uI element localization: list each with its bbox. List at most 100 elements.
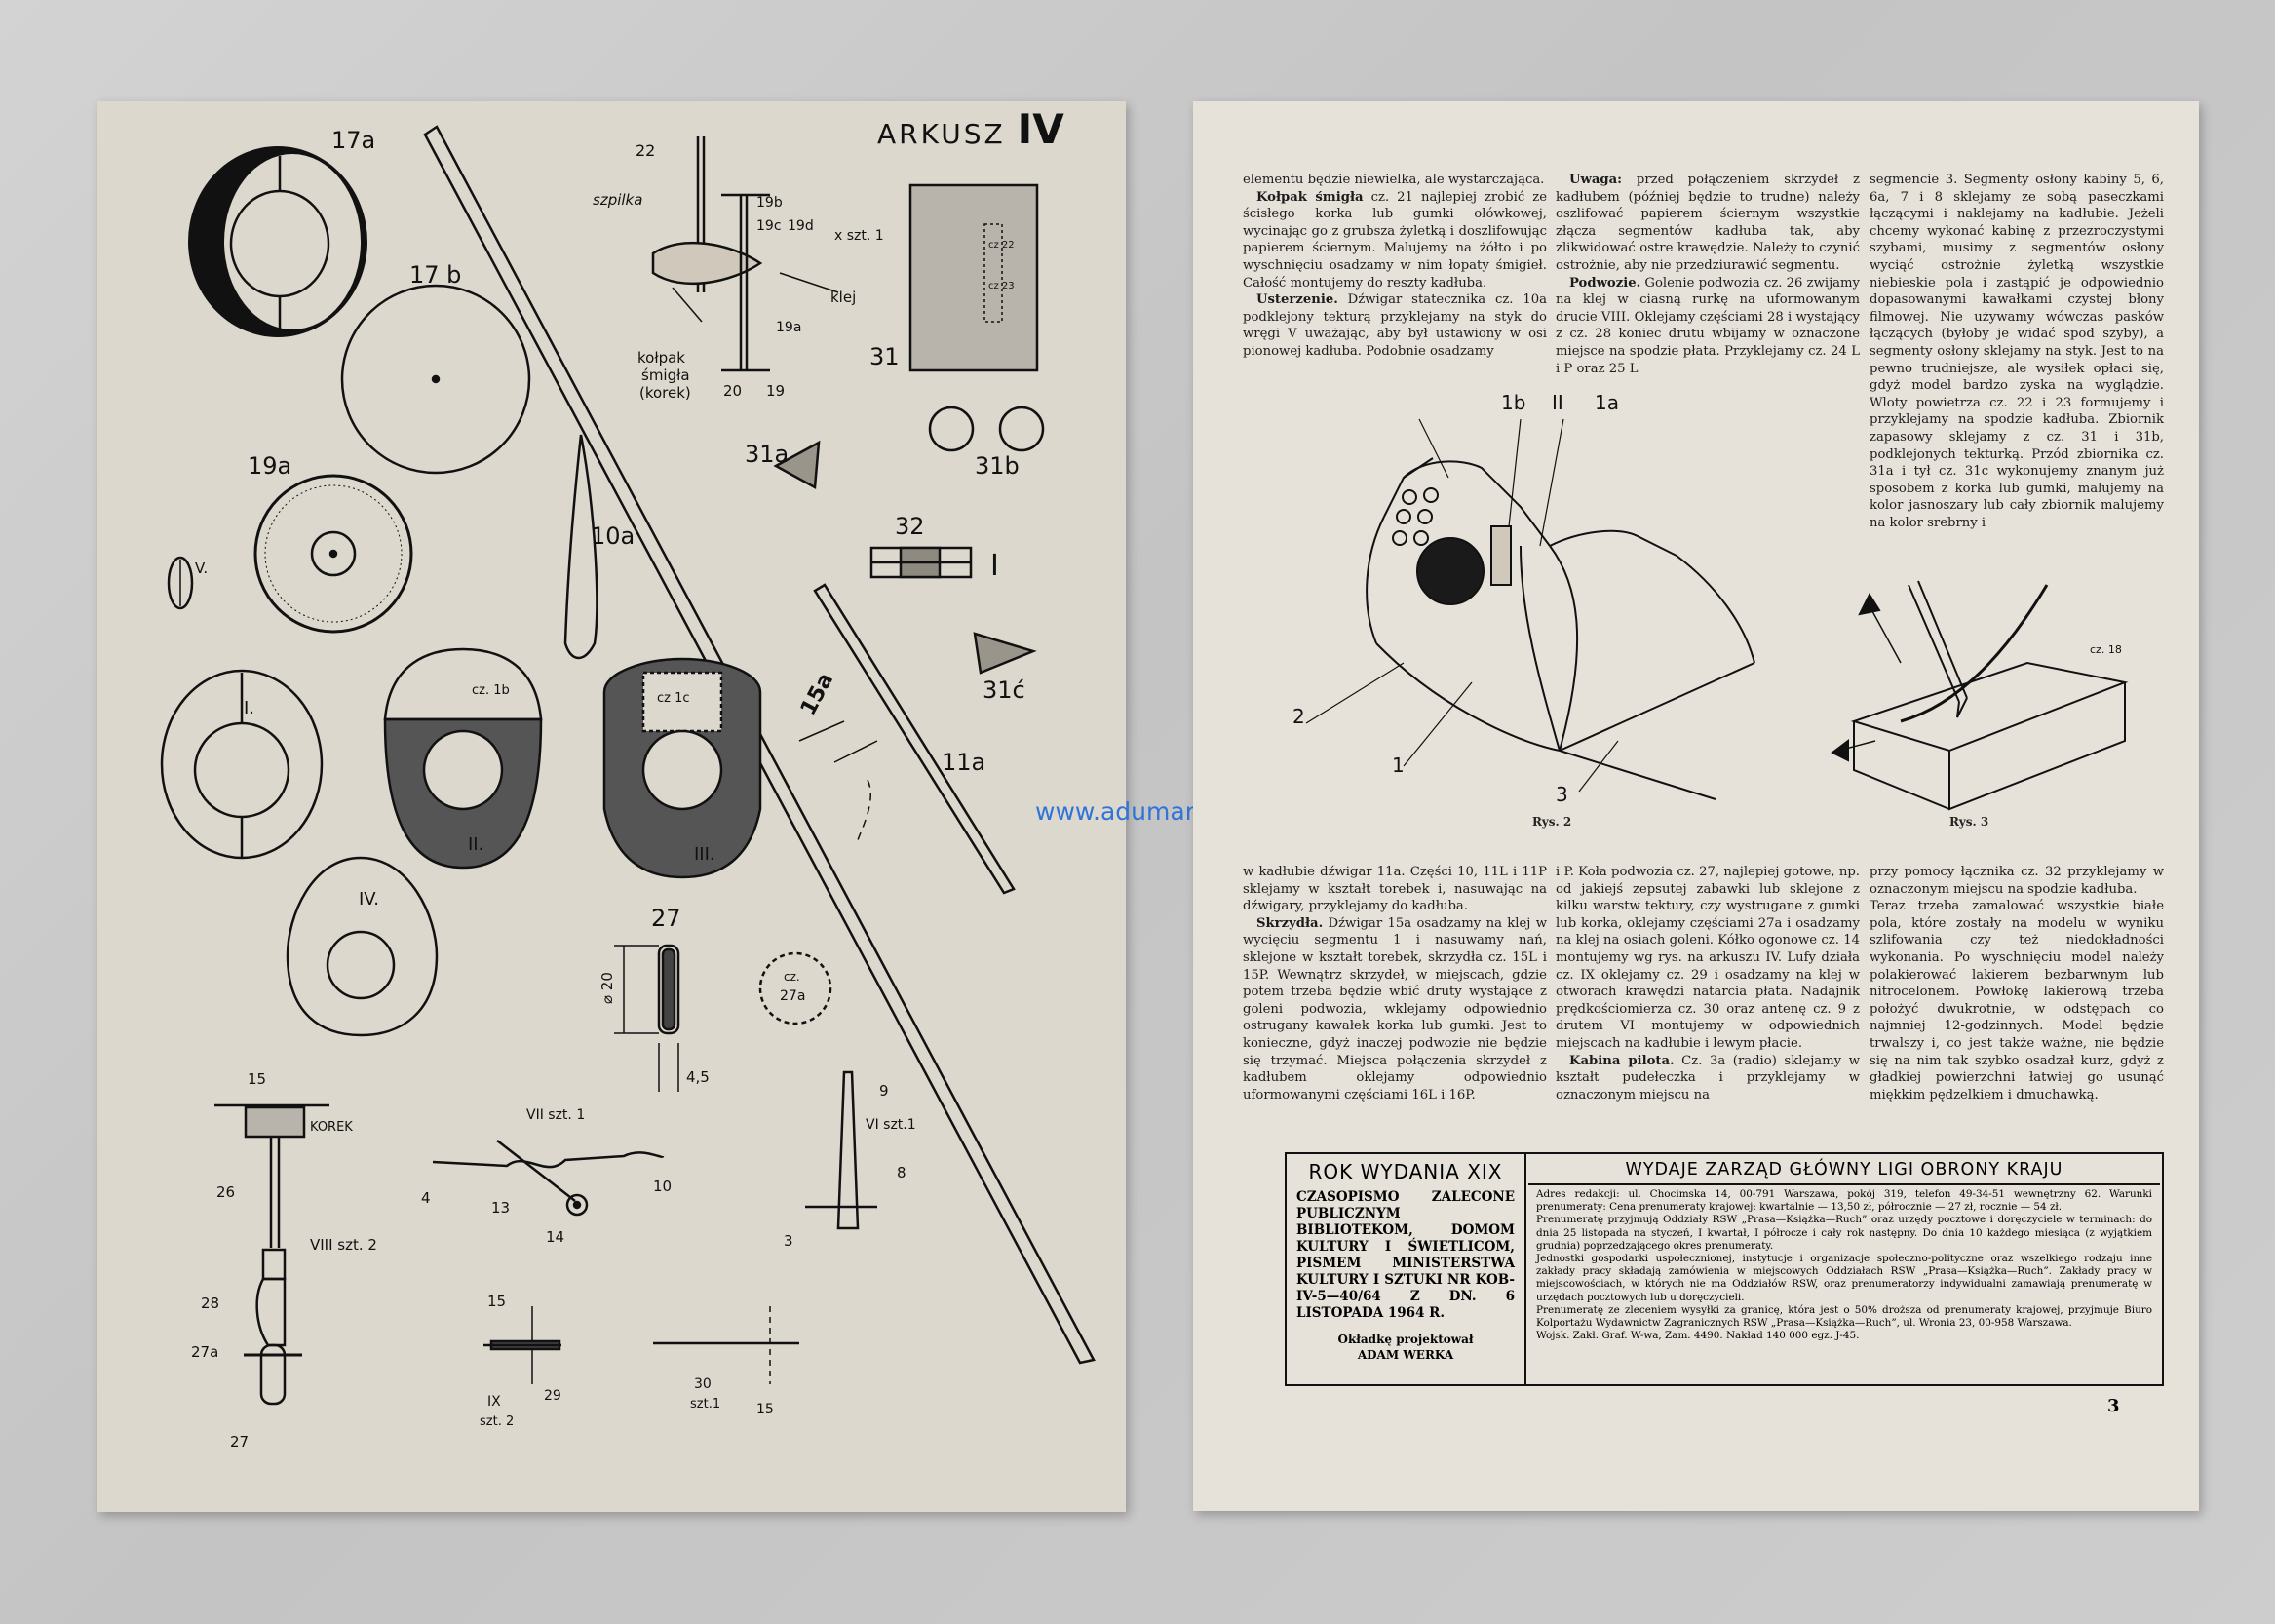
label-19: 19: [766, 382, 785, 400]
label-x-szt1: x szt. 1: [834, 228, 884, 244]
label-szt1: szt.1: [690, 1397, 720, 1411]
recommendation-text: CZASOPISMO ZALECONE PUBLICZNYM BIBLIOTEK…: [1296, 1189, 1515, 1321]
text-column-4: w kadłubie dźwigar 11a. Części 10, 11L i…: [1243, 864, 1547, 1103]
label-I: I: [990, 549, 999, 583]
text-column-5: i P. Koła podwozia cz. 27, najlepiej got…: [1556, 864, 1860, 1103]
label-31a: 31a: [745, 441, 789, 468]
label-19a-b: 19a: [776, 320, 801, 335]
paragraph: Teraz trzeba zamalować wszystkie białe p…: [1870, 899, 2164, 1102]
label-II: II.: [468, 834, 483, 855]
rys2-label-1: 1: [1392, 754, 1405, 777]
label-27-bottom: 27: [230, 1433, 249, 1450]
label-19a: 19a: [248, 452, 291, 480]
label-cz1c: cz 1c: [657, 691, 690, 706]
label-cz-27a: cz.: [784, 970, 800, 984]
label-31c: 31ć: [983, 677, 1025, 704]
part-III: [602, 657, 762, 879]
label-15-c: 15: [756, 1402, 774, 1417]
part-31b-left: [928, 406, 975, 452]
subscription-paragraph: Wojsk. Zakł. Graf. W-wa, Zam. 4490. Nakł…: [1536, 1330, 1860, 1342]
rys2-label-1a: 1a: [1595, 391, 1619, 414]
subscription-paragraph: Jednostki gospodarki uspołecznionej, ins…: [1536, 1253, 2152, 1303]
part-13-tail-wheel: [432, 1140, 665, 1217]
paragraph: Podwozie. Golenie podwozia cz. 26 zwijam…: [1556, 275, 1860, 376]
instructions-page: [1193, 101, 2199, 1511]
label-19c: 19c: [756, 218, 782, 234]
label-kolpak: kołpak: [637, 349, 685, 367]
rys2-label-3: 3: [1556, 783, 1568, 806]
paragraph: przy pomocy łącznika cz. 32 przyklejamy …: [1870, 865, 2164, 897]
label-IX: IX: [487, 1394, 501, 1410]
figure-rys2-fuselage: [1305, 418, 1755, 800]
paragraph: Kołpak śmigła cz. 21 najlepiej zrobić ze…: [1243, 189, 1547, 290]
label-I-ring: I.: [244, 698, 254, 718]
subscription-info: Adres redakcji: ul. Chocimska 14, 00-791…: [1528, 1185, 2160, 1345]
section-heading: Usterzenie.: [1256, 292, 1338, 308]
label-IV: IV.: [359, 889, 379, 909]
colophon-box: ROK WYDANIA XIX CZASOPISMO ZALECONE PUBL…: [1285, 1152, 2164, 1386]
label-19d: 19d: [788, 218, 814, 234]
paragraph: Usterzenie. Dźwigar statecznika cz. 10a …: [1243, 292, 1547, 359]
cover-designer: ADAM WERKA: [1357, 1348, 1454, 1362]
label-cz23: cz 23: [988, 281, 1015, 291]
label-9: 9: [879, 1082, 889, 1100]
part-10a: [563, 434, 598, 660]
part-22-propeller-assembly: [651, 136, 839, 372]
label-27a-inner: 27a: [780, 988, 805, 1004]
paragraph: segmencie 3. Segmenty osłony kabiny 5, 6…: [1870, 173, 2164, 530]
text-column-1: elementu będzie niewielka, ale wystarcza…: [1243, 172, 1547, 361]
label-31: 31: [869, 343, 900, 370]
sheet-number: IV: [1017, 105, 1064, 153]
section-heading: Kabina pilota.: [1569, 1053, 1675, 1068]
page-number: 3: [2107, 1396, 2120, 1416]
label-VI: VI szt.1: [866, 1117, 916, 1133]
part-19a: [253, 474, 413, 634]
part-IV: [286, 856, 439, 1037]
rys3-label-cz18: cz. 18: [2090, 643, 2122, 656]
label-17b: 17 b: [409, 261, 461, 289]
label-14: 14: [546, 1228, 564, 1246]
label-III: III.: [694, 844, 715, 865]
part-II: [383, 647, 543, 870]
subscription-paragraph: Adres redakcji: ul. Chocimska 14, 00-791…: [1536, 1188, 2152, 1214]
label-klej: klej: [830, 289, 856, 306]
cover-credit: Okładkę projektował: [1337, 1333, 1474, 1346]
label-d45: 4,5: [686, 1068, 710, 1086]
label-10a: 10a: [591, 522, 635, 550]
label-26: 26: [216, 1183, 235, 1201]
label-3: 3: [784, 1232, 793, 1250]
label-4: 4: [421, 1189, 431, 1207]
text-column-6: przy pomocy łącznika cz. 32 przyklejamy …: [1870, 864, 2164, 1103]
part-V: [167, 556, 194, 610]
label-19b: 19b: [756, 195, 783, 211]
publisher-line: WYDAJE ZARZĄD GŁÓWNY LIGI OBRONY KRAJU: [1528, 1154, 2160, 1185]
label-28: 28: [201, 1295, 219, 1312]
paragraph: Uwaga: przed połączeniem skrzydeł z kadł…: [1556, 173, 1860, 273]
part-31a: [773, 440, 821, 490]
label-22: 22: [636, 141, 655, 160]
part-31b-right: [998, 406, 1045, 452]
section-heading: Uwaga:: [1569, 173, 1623, 187]
part-17b: [340, 284, 531, 475]
label-15-top: 15: [248, 1070, 266, 1088]
label-szt2: szt. 2: [480, 1414, 514, 1429]
label-VIII: VIII szt. 2: [310, 1236, 377, 1254]
caption-rys3: Rys. 3: [1949, 815, 1989, 829]
part-17a: [188, 146, 367, 337]
subscription-paragraph: Prenumeratę przyjmują Oddziały RSW „Pras…: [1536, 1214, 2152, 1252]
part-11a-spar: [813, 583, 1016, 895]
label-10: 10: [653, 1178, 672, 1195]
part-I: [160, 669, 324, 860]
paragraph: i P. Koła podwozia cz. 27, najlepiej got…: [1556, 865, 1860, 1051]
paragraph: w kadłubie dźwigar 11a. Części 10, 11L i…: [1243, 865, 1547, 914]
caption-rys2: Rys. 2: [1532, 815, 1572, 829]
label-szpilka: szpilka: [593, 191, 642, 209]
section-heading: Podwozie.: [1569, 275, 1641, 290]
label-VII: VII szt. 1: [526, 1107, 585, 1123]
label-smigla: śmigła: [641, 367, 690, 384]
sheet-label: ARKUSZ: [877, 118, 1006, 150]
publication-year: ROK WYDANIA XIX: [1308, 1160, 1503, 1183]
section-heading: Skrzydła.: [1256, 915, 1324, 931]
